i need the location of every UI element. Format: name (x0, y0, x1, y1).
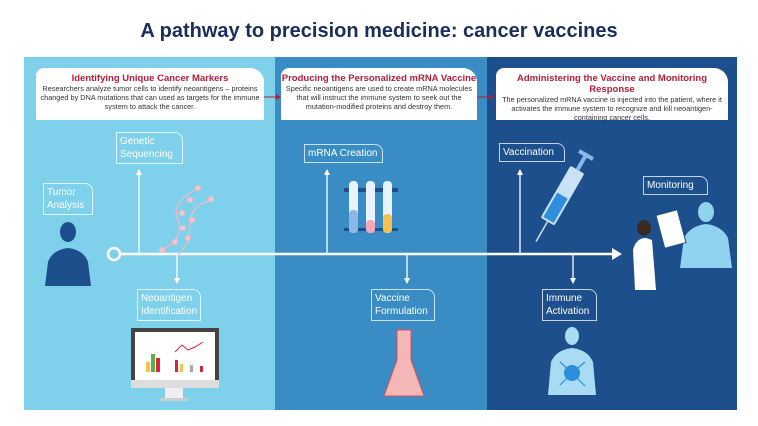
connector-arrow-icon (264, 94, 494, 100)
step-label-vaccination: Vaccination (499, 143, 565, 162)
page-title: A pathway to precision medicine: cancer … (140, 20, 618, 42)
stage-heading: Producing the Personalized mRNA Vaccine (281, 73, 477, 84)
flask-icon (383, 329, 425, 397)
stage-description: Researchers analyze tumor cells to ident… (40, 84, 260, 111)
stage-heading: Administering the Vaccine and Monitoring… (516, 73, 708, 95)
step-label-monitoring: Monitoring (643, 176, 708, 195)
step-label-neoantigen-identification: Neoantigen Identification (137, 289, 201, 321)
stage-card-markers: Identifying Unique Cancer Markers Resear… (36, 68, 264, 120)
immune-body-icon (548, 327, 596, 395)
human-silhouette-icon (45, 222, 91, 286)
step-label-tumor-analysis: Tumor Analysis (43, 183, 93, 215)
step-label-vaccine-formulation: Vaccine Formulation (371, 289, 435, 321)
test-tubes-icon (344, 181, 398, 233)
stage-card-administration: Administering the Vaccine and Monitoring… (496, 68, 728, 122)
syringe-icon (535, 149, 594, 242)
computer-monitor-icon (131, 328, 219, 401)
step-label-genetic-sequencing: Genetic Sequencing (116, 132, 183, 164)
stage-heading: Identifying Unique Cancer Markers (71, 73, 229, 84)
stage-card-production: Producing the Personalized mRNA Vaccine … (281, 68, 477, 120)
timeline (106, 246, 622, 262)
step-label-mrna-creation: mRNA Creation (304, 144, 383, 163)
dna-helix-icon (158, 184, 215, 256)
stage-description: Specific neoantigens are used to create … (285, 84, 473, 111)
doctor-patient-icon (633, 202, 732, 290)
branch-arrows (136, 169, 576, 284)
stage-description: The personalized mRNA vaccine is injecte… (502, 95, 722, 122)
step-label-immune-activation: Immune Activation (542, 289, 597, 321)
